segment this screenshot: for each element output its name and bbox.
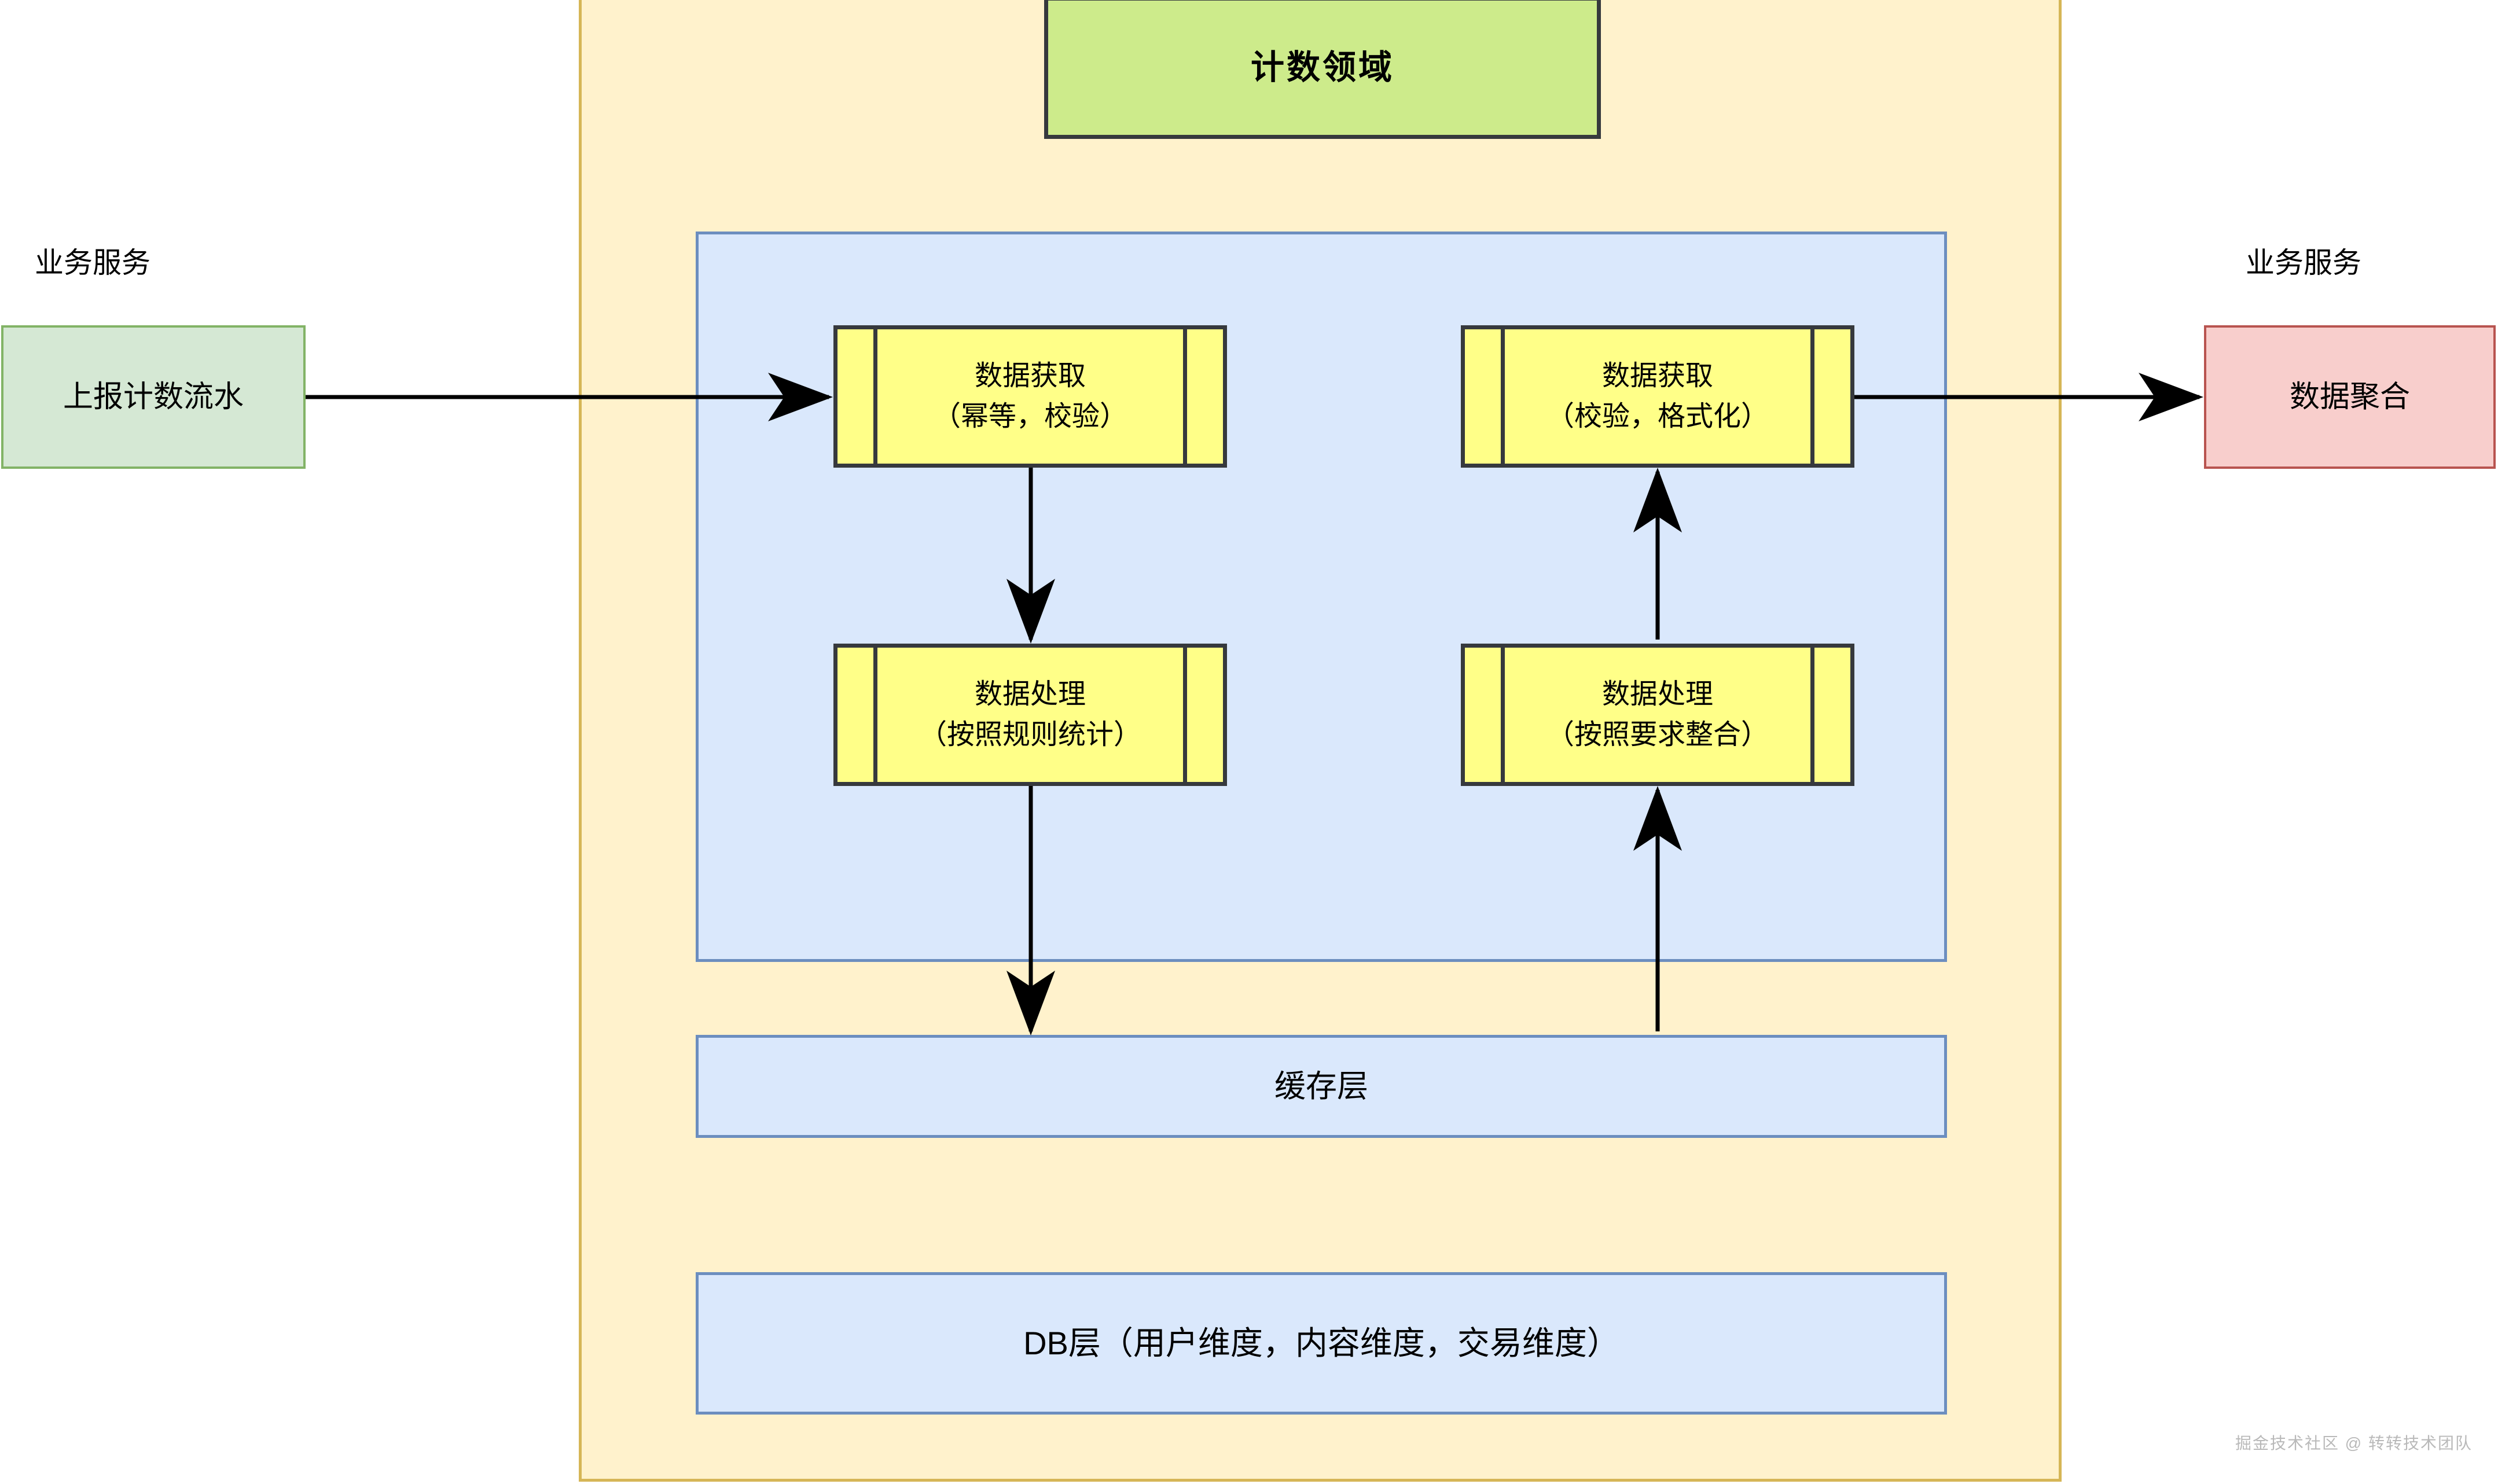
write-path-process-node[interactable]: 数据处理 （按照规则统计） bbox=[833, 644, 1227, 786]
db-layer-node[interactable]: DB层（用户维度，内容维度，交易维度） bbox=[696, 1272, 1947, 1415]
read-path-process-node[interactable]: 数据处理 （按照要求整合） bbox=[1461, 644, 1854, 786]
write-path-fetch-title: 数据获取 bbox=[974, 361, 1086, 392]
write-path-process-title: 数据处理 bbox=[974, 679, 1086, 710]
write-path-process-subtitle: （按照规则统计） bbox=[919, 719, 1141, 750]
source-caption: 业务服务 bbox=[35, 247, 150, 279]
read-path-process-title: 数据处理 bbox=[1601, 679, 1713, 710]
process-left-rule bbox=[1501, 329, 1505, 464]
process-right-rule bbox=[1183, 329, 1187, 464]
process-left-rule bbox=[873, 648, 877, 782]
read-path-fetch-subtitle: （校验，格式化） bbox=[1546, 401, 1769, 432]
write-path-fetch-node[interactable]: 数据获取 （幂等，校验） bbox=[833, 325, 1227, 468]
domain-title: 计数领域 bbox=[1044, 0, 1601, 139]
write-path-fetch-subtitle: （幂等，校验） bbox=[932, 401, 1127, 432]
read-path-fetch-title: 数据获取 bbox=[1601, 361, 1713, 392]
write-path-process-text: 数据处理 （按照规则统计） bbox=[878, 648, 1182, 782]
read-path-fetch-node[interactable]: 数据获取 （校验，格式化） bbox=[1461, 325, 1854, 468]
process-right-rule bbox=[1183, 648, 1187, 782]
read-path-process-text: 数据处理 （按照要求整合） bbox=[1505, 648, 1810, 782]
watermark: 掘金技术社区 @ 转转技术团队 bbox=[2235, 1434, 2473, 1452]
process-left-rule bbox=[873, 329, 877, 464]
process-right-rule bbox=[1810, 329, 1814, 464]
process-right-rule bbox=[1810, 648, 1814, 782]
read-path-process-subtitle: （按照要求整合） bbox=[1546, 719, 1769, 750]
sink-caption: 业务服务 bbox=[2246, 247, 2361, 279]
process-left-rule bbox=[1501, 648, 1505, 782]
cache-layer-node[interactable]: 缓存层 bbox=[696, 1035, 1947, 1138]
write-path-fetch-text: 数据获取 （幂等，校验） bbox=[878, 329, 1182, 464]
external-source-node[interactable]: 上报计数流水 bbox=[1, 325, 306, 469]
external-sink-node[interactable]: 数据聚合 bbox=[2204, 325, 2496, 469]
read-path-fetch-text: 数据获取 （校验，格式化） bbox=[1505, 329, 1810, 464]
